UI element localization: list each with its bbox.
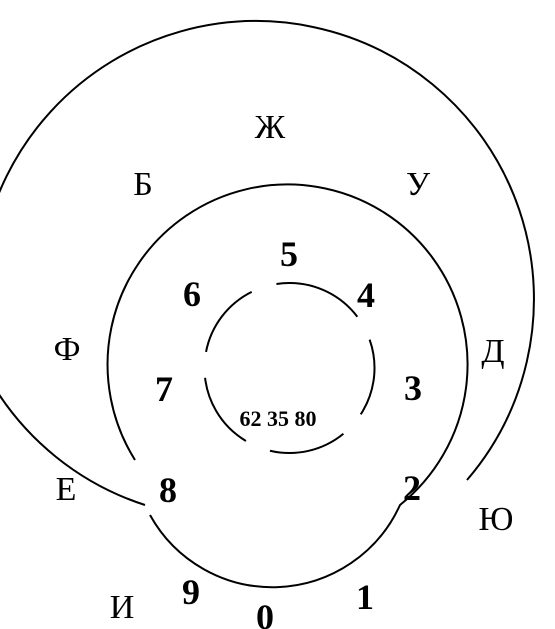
letter-yu: Ю	[479, 501, 514, 538]
letter-ef: Ф	[54, 331, 81, 368]
center-code: 62 35 80	[240, 406, 317, 431]
letter-i: И	[110, 589, 135, 626]
digit-4: 4	[357, 275, 375, 315]
outer-ring	[0, 20, 535, 506]
digit-3: 3	[404, 368, 422, 408]
digit-0: 0	[256, 597, 274, 629]
digit-1: 1	[356, 577, 374, 617]
inner-ring	[203, 282, 376, 454]
letter-be: Б	[133, 166, 153, 203]
digit-6: 6	[183, 274, 201, 314]
digit-7: 7	[155, 369, 173, 409]
middle-ring	[106, 183, 469, 589]
digit-2: 2	[403, 468, 421, 508]
digit-9: 9	[182, 572, 200, 612]
digit-5: 5	[280, 234, 298, 274]
letter-u: У	[406, 166, 431, 203]
digit-8: 8	[159, 470, 177, 510]
letter-zhe: Ж	[255, 109, 286, 146]
letter-de: Д	[481, 333, 504, 370]
letter-ye: Е	[56, 471, 77, 508]
